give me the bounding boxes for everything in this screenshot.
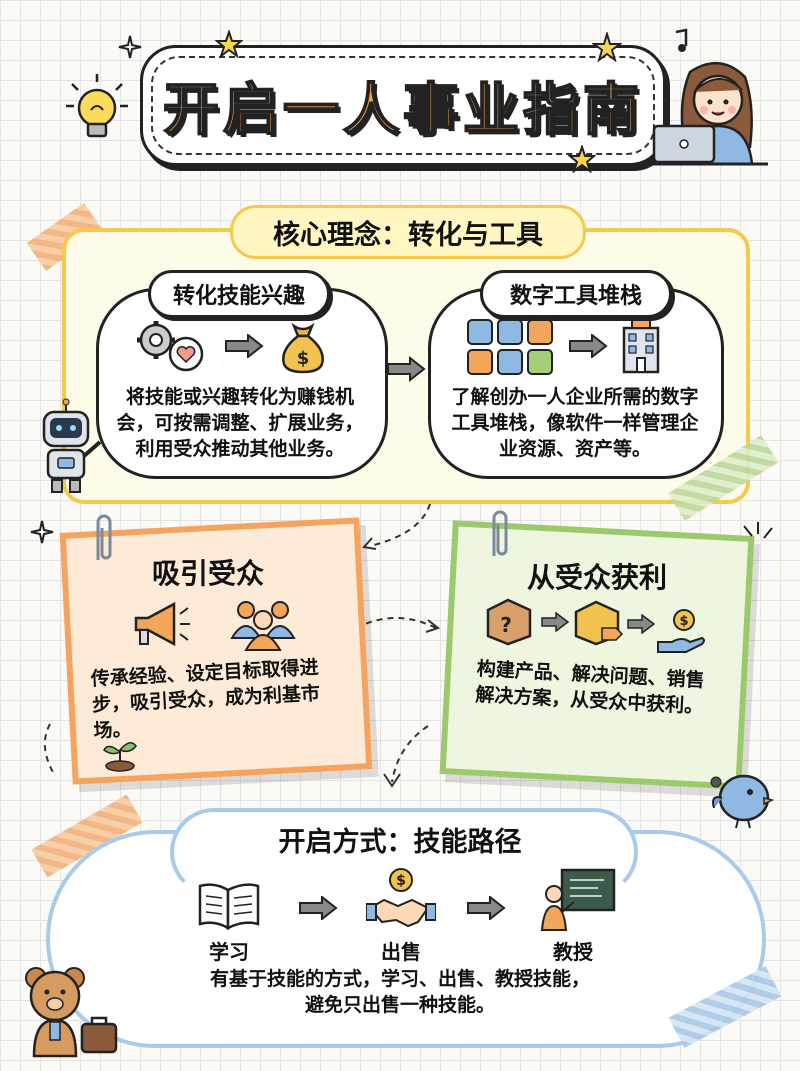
svg-text:$: $ [297,348,310,369]
star-icon [215,30,243,58]
arrow-right-icon [387,356,426,382]
arrow-right-icon [569,334,608,358]
open-book-icon [198,883,260,930]
bird-illustration [710,774,774,829]
gear-heart-icon [137,321,204,372]
teacher-board-icon [540,868,616,931]
building-icon [622,319,660,374]
dashed-arrow [355,617,441,633]
lightbulb-icon [66,74,128,138]
arrow-right-icon [225,334,264,358]
dashed-arrow [43,723,55,775]
sparkle-icon [30,520,54,544]
skill-card-title: 转化技能兴趣 [148,270,330,318]
dashed-arrow [383,725,429,788]
money-bag-icon: $ [282,322,324,374]
dashed-arrow [362,503,431,550]
megaphone-icon [134,601,190,647]
robot-illustration [42,398,102,493]
arrow-right-icon [467,896,506,920]
music-note-icon [675,28,688,52]
app-grid-icon [467,319,553,375]
question-box-icon: ? [486,598,532,646]
star-icon [568,145,596,173]
handshake-coin-icon: $ [366,868,436,928]
profit-title: 从受众获利 [526,561,667,594]
package-tag-icon [574,600,624,646]
hand-coin-icon: $ [657,609,705,653]
cloud-top-bump [170,808,638,896]
start-heading: 开启方式：技能路径 [278,827,522,858]
skill-card-text: 将技能或兴趣转化为赚钱机会，可按需调整、扩展业务，利用受众推动其他业务。 [116,386,364,460]
title-inner-border: 开启一人事业指南 [151,56,655,155]
tools-card-text: 了解创办一人企业所需的数字工具堆栈，像软件一样管理企业资源、资产等。 [451,386,699,460]
start-text-line2: 避免只出售一种技能。 [304,994,495,1016]
core-heading: 核心理念：转化与工具 [230,205,586,259]
svg-text:?: ? [500,613,512,637]
attract-text: 传承经验、设定目标取得进步，吸引受众，成为利基市场。 [90,656,321,743]
svg-text:$: $ [396,873,406,889]
arrow-right-icon [627,614,656,634]
page-title: 开启一人事业指南 [162,77,643,144]
tools-card-title: 数字工具堆栈 [480,270,672,318]
start-text-line1: 有基于技能的方式，学习、出售、教授技能， [209,968,590,990]
svg-text:$: $ [679,614,688,629]
title-banner: 开启一人事业指南 [140,45,666,166]
arrow-right-icon [299,896,338,920]
sparkle-lines-icon [743,522,773,539]
step-teach-label: 教授 [553,940,593,964]
girl-laptop-illustration [650,61,768,166]
star-icon [592,32,622,62]
arrow-right-icon [541,612,570,632]
sparkle-icon [118,35,142,59]
step-learn-label: 学习 [209,940,249,964]
attract-title: 吸引受众 [151,557,264,590]
bear-illustration [25,967,118,1058]
audience-group-icon [230,601,296,651]
paperclip-icon [96,514,112,560]
step-sell-label: 出售 [381,940,421,964]
paperclip-icon [492,510,508,556]
sprout-icon [103,742,137,772]
